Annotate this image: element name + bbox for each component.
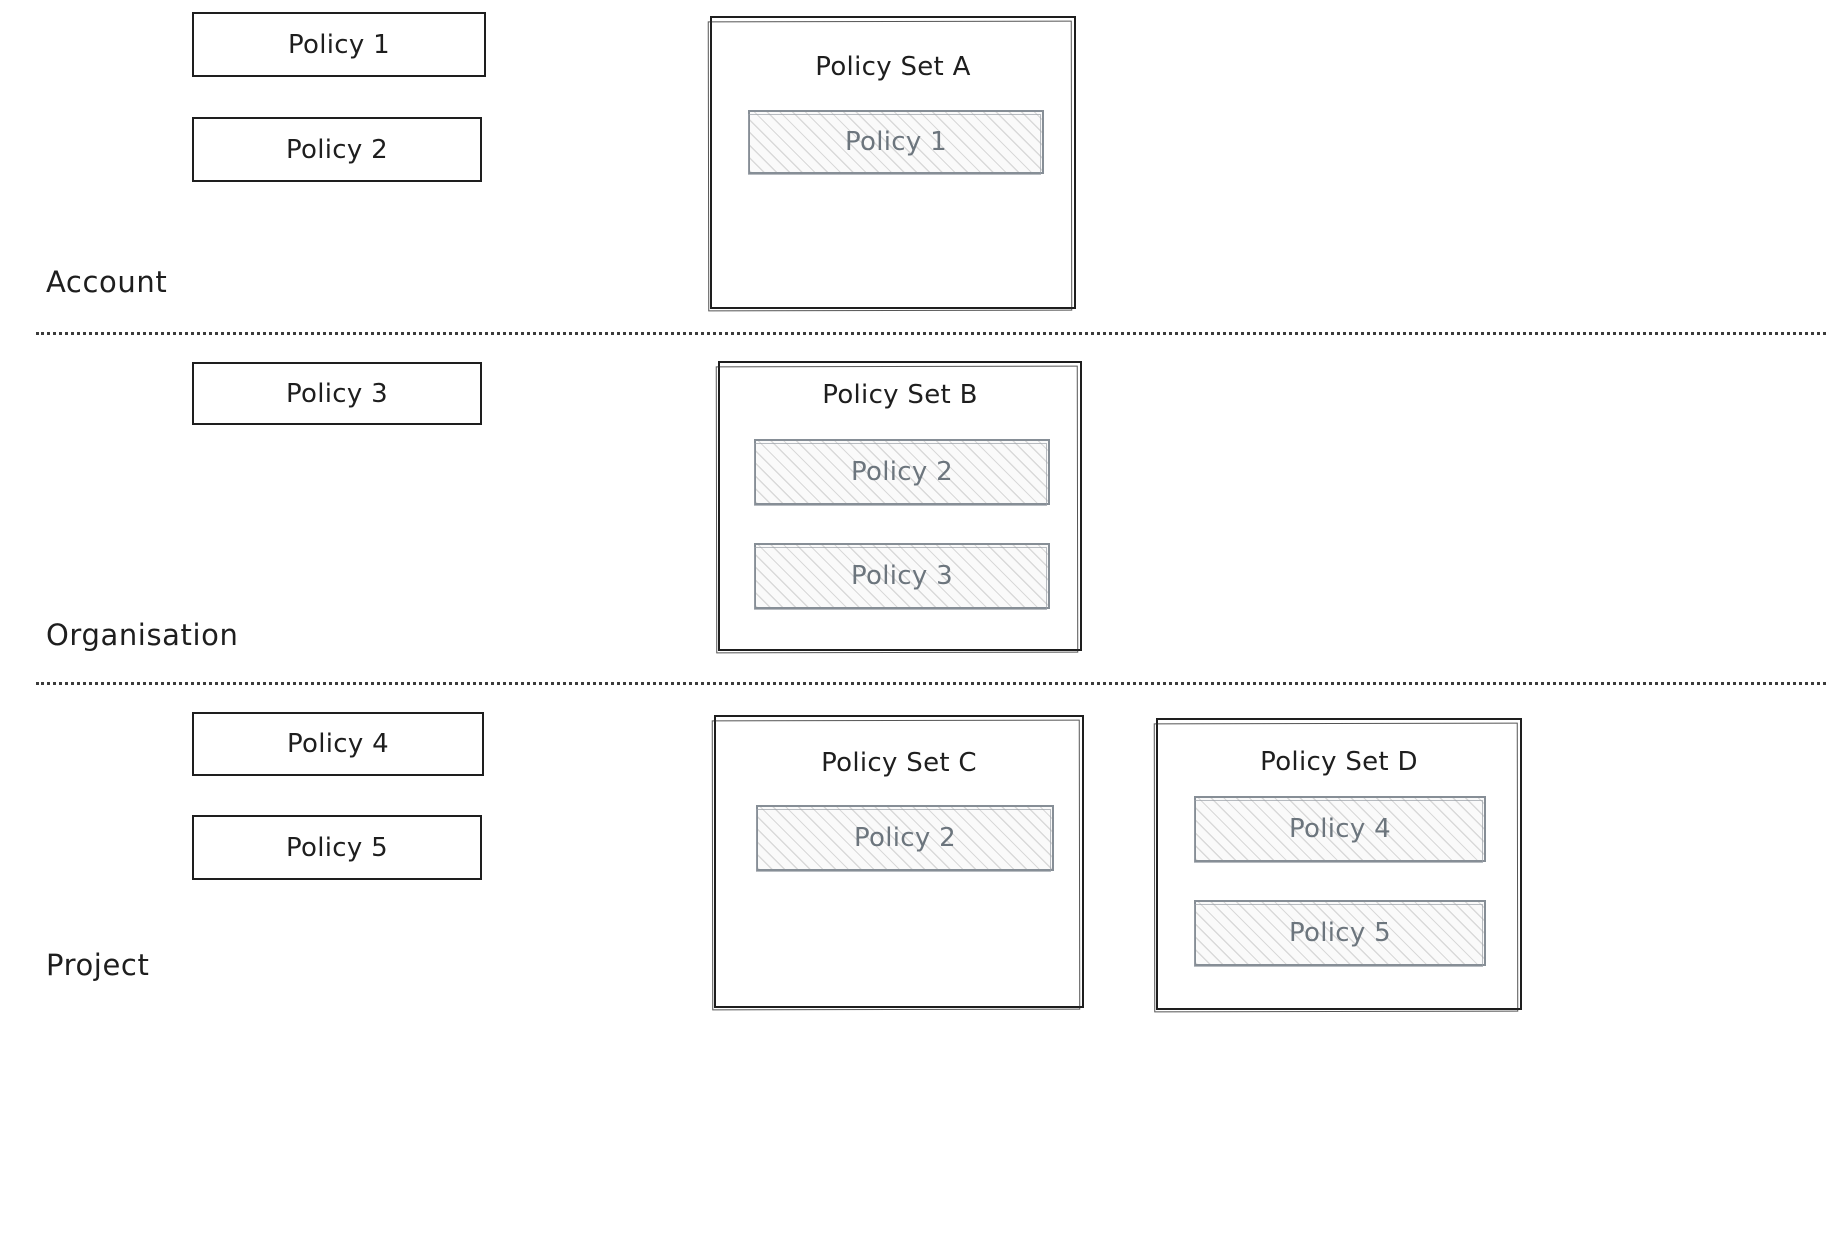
scope-divider-account-organisation — [36, 332, 1826, 335]
policy-set-member-policy-2[interactable]: Policy 2 — [754, 439, 1050, 506]
policy-set-member-label: Policy 2 — [854, 823, 956, 853]
policy-chip-label: Policy 1 — [288, 29, 390, 60]
policy-set-member-label: Policy 3 — [851, 561, 953, 591]
policy-set-title: Policy Set D — [1260, 747, 1418, 777]
policy-set-member-label: Policy 2 — [851, 457, 953, 487]
policy-set-a[interactable]: Policy Set A Policy 1 — [710, 16, 1076, 309]
policy-set-d[interactable]: Policy Set D Policy 4 Policy 5 — [1156, 718, 1522, 1010]
policy-chip-label: Policy 2 — [286, 134, 388, 165]
policy-chip-label: Policy 5 — [286, 832, 388, 863]
policy-set-title: Policy Set A — [815, 52, 971, 82]
policy-chip-policy-1[interactable]: Policy 1 — [192, 12, 486, 77]
policy-set-b[interactable]: Policy Set B Policy 2 Policy 3 — [718, 361, 1082, 651]
policy-chip-policy-5[interactable]: Policy 5 — [192, 815, 482, 880]
policy-set-c[interactable]: Policy Set C Policy 2 — [714, 715, 1084, 1008]
scope-label-organisation: Organisation — [46, 618, 239, 652]
policy-set-member-policy-4[interactable]: Policy 4 — [1194, 796, 1486, 863]
policy-set-member-policy-5[interactable]: Policy 5 — [1194, 900, 1486, 967]
scope-label-account: Account — [46, 265, 168, 299]
policy-chip-label: Policy 4 — [287, 729, 389, 759]
policy-set-title: Policy Set B — [822, 380, 978, 410]
policy-chip-label: Policy 3 — [286, 378, 388, 409]
policy-chip-policy-3[interactable]: Policy 3 — [192, 362, 482, 425]
policy-set-member-label: Policy 4 — [1289, 814, 1391, 844]
policy-set-member-policy-2[interactable]: Policy 2 — [756, 805, 1054, 872]
scope-label-project: Project — [46, 948, 150, 982]
policy-set-title: Policy Set C — [821, 748, 977, 778]
policy-chip-policy-2[interactable]: Policy 2 — [192, 117, 482, 182]
policy-set-member-policy-3[interactable]: Policy 3 — [754, 543, 1050, 610]
policy-set-member-label: Policy 1 — [845, 127, 947, 157]
scope-divider-organisation-project — [36, 682, 1826, 685]
policy-chip-policy-4[interactable]: Policy 4 — [192, 712, 484, 776]
policy-set-member-label: Policy 5 — [1289, 918, 1391, 948]
policy-set-member-policy-1[interactable]: Policy 1 — [748, 110, 1044, 175]
